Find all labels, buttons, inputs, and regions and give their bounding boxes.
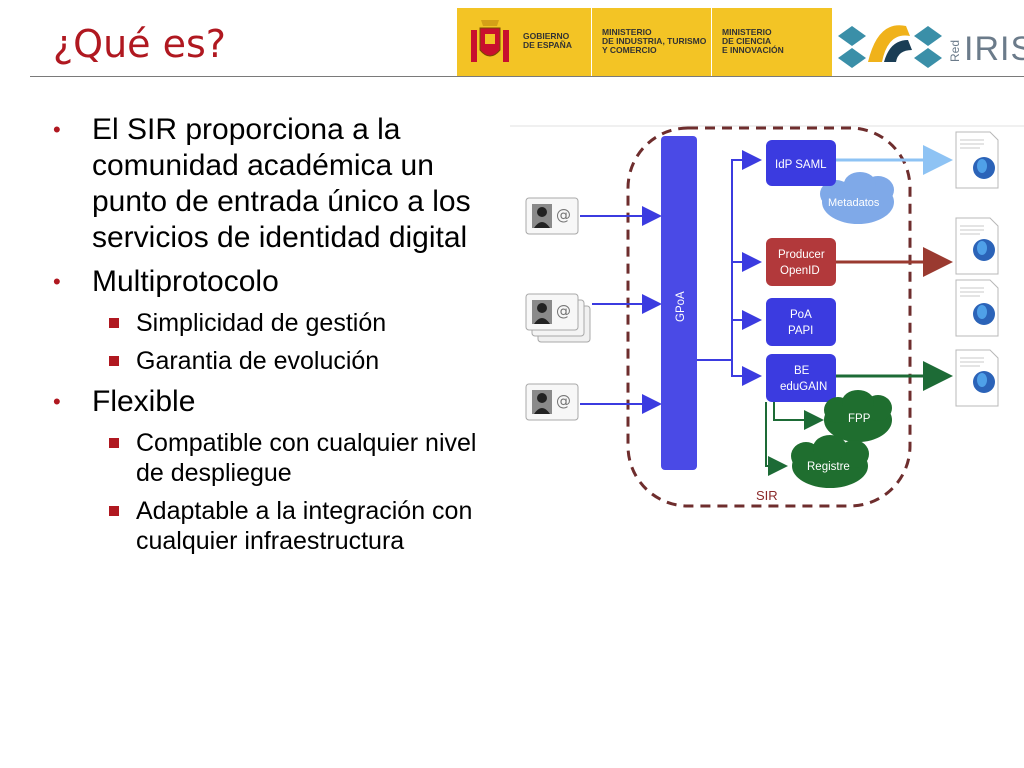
title-divider: [30, 76, 1024, 77]
gpoa-to-edugain-arrow: [731, 360, 762, 386]
sub-bullet-square: [109, 438, 119, 448]
sub-bullet-square: [109, 506, 119, 516]
poa-label: PoA: [790, 309, 812, 321]
slide-title: ¿Qué es?: [53, 22, 226, 66]
sub-bullet-square: [109, 356, 119, 366]
fpp-label: FPP: [848, 413, 871, 425]
idp-saml-box: IdP SAML: [766, 140, 836, 186]
ministerio-ciencia-logo: MINISTERIO DE CIENCIA E INNOVACIÓN: [711, 8, 833, 76]
ministerio-industria-logo: MINISTERIO DE INDUSTRIA, TURISMO Y COMER…: [591, 8, 712, 76]
ministerio-ciencia-text: MINISTERIO DE CIENCIA E INNOVACIÓN: [722, 27, 784, 55]
bullet-item: • Multiprotocolo: [53, 264, 503, 300]
at-sign-icon: @: [556, 302, 571, 320]
be-edugain-box: BE eduGAIN: [766, 354, 836, 402]
edugain-to-fpp-arrow: [773, 402, 824, 430]
gpoa-label: GPoA: [675, 291, 687, 322]
sub-bullet-text: Simplicidad de gestión: [136, 309, 387, 337]
government-logo-band: GOBIERNO DE ESPAÑA MINISTERIO DE INDUSTR…: [457, 8, 832, 76]
rediris-iris-text: IRIS: [964, 30, 1024, 68]
document-icon: [955, 349, 999, 407]
poa-papi-box: PoA PAPI: [766, 298, 836, 346]
user-card-stack: @: [525, 293, 591, 343]
gpoa-to-idp-arrow: [697, 150, 762, 361]
bullet-item: • El SIR proporciona a la comunidad acad…: [53, 112, 503, 256]
sir-boundary: [626, 126, 912, 508]
gobierno-logo: GOBIERNO DE ESPAÑA: [457, 8, 591, 76]
at-sign-icon: @: [556, 206, 571, 224]
sir-architecture-diagram: SIR @ @ @ GPoA Metadatos: [510, 125, 1024, 508]
bullet-item: • Flexible: [53, 384, 503, 420]
be-label: BE: [794, 365, 810, 377]
sir-label: SIR: [756, 488, 778, 503]
at-sign-icon: @: [556, 392, 571, 410]
user-card: @: [525, 383, 579, 421]
sub-bullet-item: Adaptable a la integración con cualquier…: [53, 496, 503, 556]
registre-cloud: Registre: [791, 435, 869, 488]
sub-bullet-item: Simplicidad de gestión: [53, 308, 503, 338]
bullet-text: Multiprotocolo: [92, 265, 279, 298]
openid-label: OpenID: [780, 265, 820, 277]
sub-bullet-item: Garantia de evolución: [53, 346, 503, 376]
producer-label: Producer: [778, 249, 825, 261]
sub-bullet-square: [109, 318, 119, 328]
user-card: @: [525, 197, 579, 235]
sub-bullet-text: Compatible con cualquier nivel de despli…: [136, 429, 477, 487]
bullet-text: El SIR proporciona a la comunidad académ…: [92, 113, 471, 254]
gobierno-text: GOBIERNO DE ESPAÑA: [523, 31, 572, 50]
bullet-text: Flexible: [92, 385, 196, 418]
ministerio-industria-text: MINISTERIO DE INDUSTRIA, TURISMO Y COMER…: [602, 27, 707, 55]
rediris-logo: Red IRIS: [836, 8, 1024, 76]
bullet-dot: •: [53, 117, 61, 142]
metadatos-label: Metadatos: [828, 197, 880, 209]
document-icon: [955, 131, 999, 189]
idp-saml-label: IdP SAML: [775, 159, 827, 171]
edugain-to-registre-arrow: [765, 402, 788, 476]
gpoa-bar: [661, 136, 697, 470]
fpp-cloud: FPP: [824, 390, 892, 442]
rediris-emblem-icon: [838, 25, 942, 68]
producer-openid-box: Producer OpenID: [766, 238, 836, 286]
bullet-dot: •: [53, 269, 61, 294]
metadatos-cloud: Metadatos: [820, 172, 894, 224]
edugain-label: eduGAIN: [780, 381, 827, 393]
bullet-list: • El SIR proporciona a la comunidad acad…: [53, 112, 503, 564]
document-icon: [955, 217, 999, 275]
document-icon: [955, 279, 999, 337]
bullet-dot: •: [53, 389, 61, 414]
rediris-red-text: Red: [948, 39, 963, 63]
registre-label: Registre: [807, 461, 850, 473]
coat-of-arms-icon: [471, 20, 509, 62]
papi-label: PAPI: [788, 325, 813, 337]
sub-bullet-item: Compatible con cualquier nivel de despli…: [53, 428, 503, 488]
sub-bullet-text: Adaptable a la integración con cualquier…: [136, 497, 473, 555]
sub-bullet-text: Garantia de evolución: [136, 347, 380, 375]
